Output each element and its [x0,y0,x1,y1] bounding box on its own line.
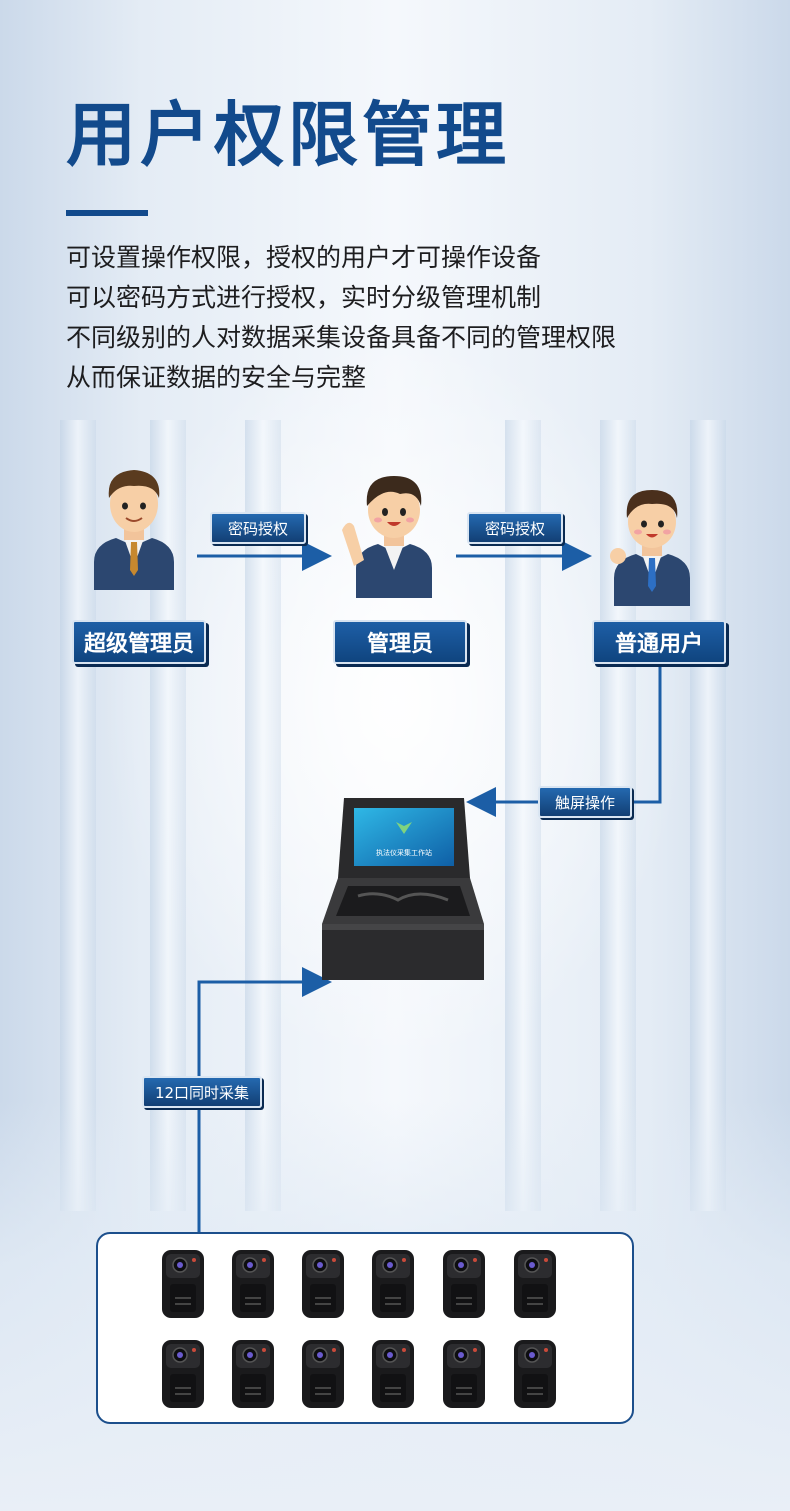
arrow-cams-to-station [197,967,332,1232]
bg-pillar [505,420,541,1211]
body-camera-icon [302,1250,344,1318]
title-underline [66,210,148,216]
body-camera-icon [162,1250,204,1318]
tag-password-auth: 密码授权 [210,512,306,544]
description-line: 可设置操作权限，授权的用户才可操作设备 [66,243,542,272]
body-camera-icon [443,1250,485,1318]
screen-logo-icon [396,822,412,834]
body-camera-icon [514,1250,556,1318]
body-camera-icon [443,1340,485,1408]
description-line: 不同级别的人对数据采集设备具备不同的管理权限 [66,323,617,352]
bg-pillar [60,420,96,1211]
user-figure-icon [610,490,690,606]
super-admin-figure-icon [94,470,174,590]
workstation-screen-text: 执法仪采集工作站 [376,849,432,857]
body-camera-icon [302,1340,344,1408]
description-line: 从而保证数据的安全与完整 [66,363,367,392]
body-camera-icon [372,1250,414,1318]
role-user: 普通用户 [592,620,726,664]
bg-pillar [690,420,726,1211]
role-admin: 管理员 [333,620,467,664]
description-line: 可以密码方式进行授权，实时分级管理机制 [66,283,542,312]
body-camera-icon [162,1340,204,1408]
body-camera-icon [232,1340,274,1408]
role-super-admin: 超级管理员 [72,620,206,664]
collection-workstation [322,798,484,980]
tag-touch-operation: 触屏操作 [538,786,632,818]
body-camera-icon [232,1250,274,1318]
description: 可设置操作权限，授权的用户才可操作设备 可以密码方式进行授权，实时分级管理机制 … [66,238,616,398]
tag-password-auth: 密码授权 [467,512,563,544]
body-camera-icon [514,1340,556,1408]
body-camera-icon [372,1340,414,1408]
page-title: 用户权限管理 [66,94,510,176]
admin-figure-icon [342,476,432,598]
tag-collect-12: 12口同时采集 [142,1076,262,1108]
arrow-user-to-station [466,660,662,817]
